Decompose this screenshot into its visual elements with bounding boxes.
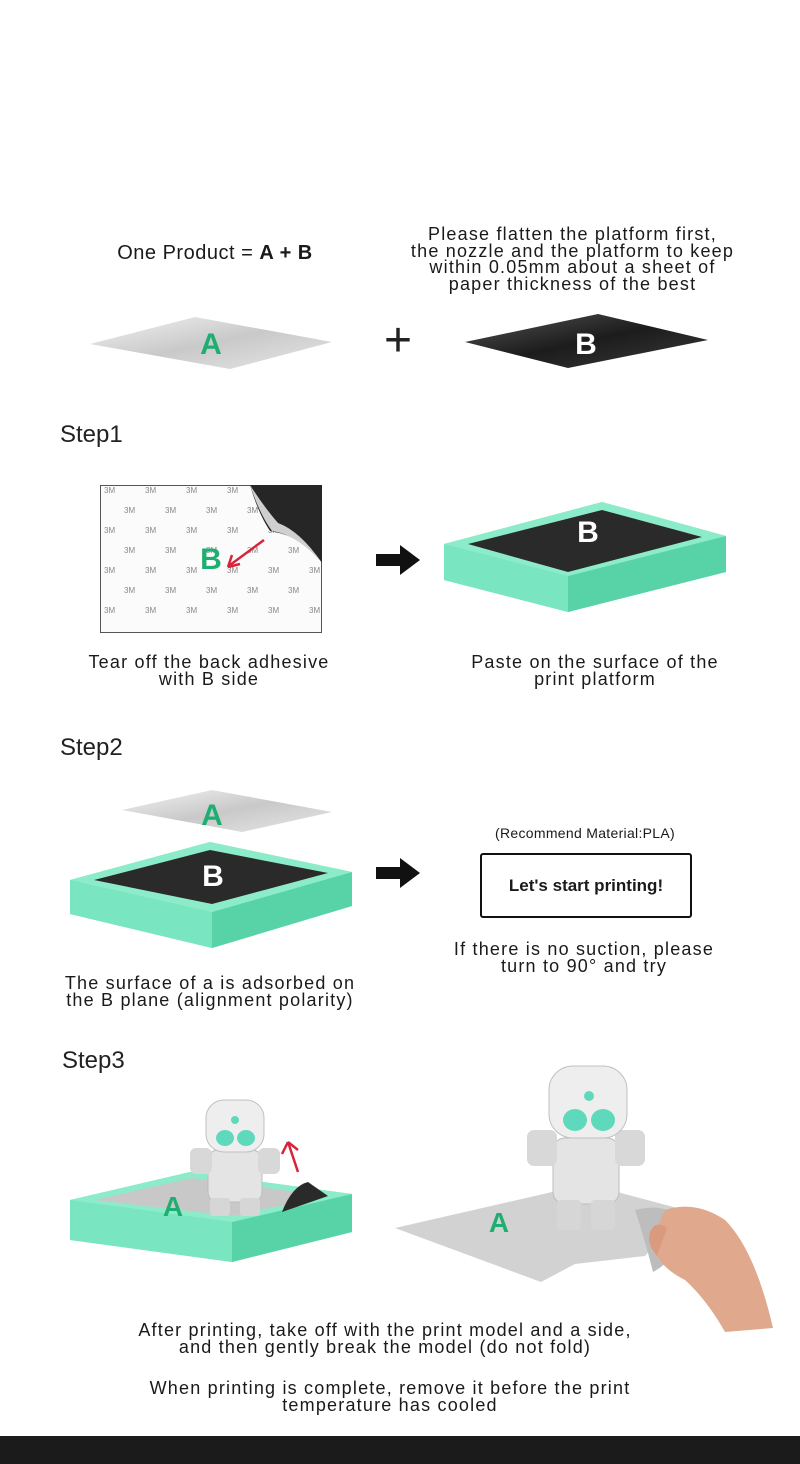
sticker-mark: 3M [104, 526, 115, 535]
step2-left-caption: The surface of a is adsorbed on the B pl… [30, 975, 390, 1008]
sticker-mark: 3M [165, 506, 176, 515]
sticker-mark: 3M [268, 606, 279, 615]
sticker-mark: 3M [309, 566, 320, 575]
caption-line: print platform [440, 671, 750, 688]
sticker-mark: 3M [124, 506, 135, 515]
recommend-material: (Recommend Material:PLA) [470, 825, 700, 841]
sticker-mark: 3M [227, 486, 238, 495]
sticker-mark: 3M [104, 566, 115, 575]
caption-line: turn to 90° and try [425, 958, 743, 975]
step3-title: Step3 [62, 1047, 125, 1075]
sticker-mark: 3M [145, 486, 156, 495]
sticker-mark: 3M [206, 506, 217, 515]
sheet-a-label: A [489, 1207, 509, 1238]
sticker-mark: 3M [124, 546, 135, 555]
caption-line: the B plane (alignment polarity) [30, 992, 390, 1009]
sticker-mark: 3M [288, 586, 299, 595]
sheet-b-label: B [575, 328, 597, 361]
flexible-sheet [395, 1184, 685, 1282]
flatten-note: Please flatten the platform first, the n… [380, 226, 765, 292]
sticker-mark: 3M [145, 566, 156, 575]
sticker-mark: 3M [186, 606, 197, 615]
sticker-mark: 3M [186, 526, 197, 535]
arrow-right-icon [372, 855, 424, 891]
platform-b-label: B [202, 860, 224, 893]
step3-platform-with-model: A [60, 1090, 360, 1270]
sticker-mark: 3M [104, 486, 115, 495]
sheet-a [122, 790, 332, 832]
sticker-mark: 3M [288, 546, 299, 555]
caption-line: temperature has cooled [70, 1397, 710, 1414]
platform-a-label: A [163, 1191, 183, 1222]
sticker-mark: 3M [247, 586, 258, 595]
footer-bar [0, 1436, 800, 1464]
sticker-mark: 3M [206, 586, 217, 595]
step2-title: Step2 [60, 734, 123, 762]
formula-prefix: One Product = [117, 242, 259, 264]
step1-left-caption: Tear off the back adhesive with B side [50, 654, 368, 687]
caption-line: and then gently break the model (do not … [70, 1339, 700, 1356]
sticker-mark: 3M [227, 606, 238, 615]
caption-line: with B side [50, 671, 368, 688]
sticker-mark: 3M [124, 586, 135, 595]
sticker-mark: 3M [104, 606, 115, 615]
sticker-mark: 3M [145, 606, 156, 615]
step2-right-caption: If there is no suction, please turn to 9… [425, 941, 743, 974]
sheet-a-label: A [201, 799, 223, 832]
step1-right-caption: Paste on the surface of the print platfo… [440, 654, 750, 687]
sticker-mark: 3M [186, 486, 197, 495]
sheets-illustration: A + B [0, 300, 800, 390]
sheet-b-label: B [200, 543, 222, 576]
hand-icon [649, 1207, 773, 1332]
start-printing-button[interactable]: Let's start printing! [480, 853, 692, 918]
arrow-right-icon [372, 542, 424, 578]
step3-peeling-sheet: A [395, 1060, 795, 1335]
sticker-mark: 3M [186, 566, 197, 575]
sticker-mark: 3M [309, 606, 320, 615]
formula-bold: A + B [259, 242, 312, 264]
step3-caption-2: When printing is complete, remove it bef… [70, 1380, 710, 1413]
backing-sheet: 3M 3M 3M 3M 3M 3M 3M 3M 3M 3M 3M 3M 3M 3M 3M 3M 3M 3M 3M 3M… [100, 485, 322, 633]
sticker-mark: 3M [145, 526, 156, 535]
step3-caption-1: After printing, take off with the print … [70, 1322, 700, 1355]
step2-platform-stack: A B [60, 780, 360, 960]
print-platform-b: B [440, 500, 730, 615]
lift-arrow [282, 1142, 298, 1172]
sticker-mark: 3M [268, 566, 279, 575]
note-line: paper thickness of the best [380, 276, 765, 293]
step1-title: Step1 [60, 421, 123, 449]
sticker-mark: 3M [227, 526, 238, 535]
plus-sign: + [384, 314, 412, 367]
sticker-mark: 3M [165, 586, 176, 595]
product-formula: One Product = A + B [60, 242, 370, 265]
sheet-a-label: A [200, 328, 222, 361]
platform-b-label: B [577, 516, 599, 549]
sticker-mark: 3M [247, 506, 258, 515]
sticker-mark: 3M [165, 546, 176, 555]
